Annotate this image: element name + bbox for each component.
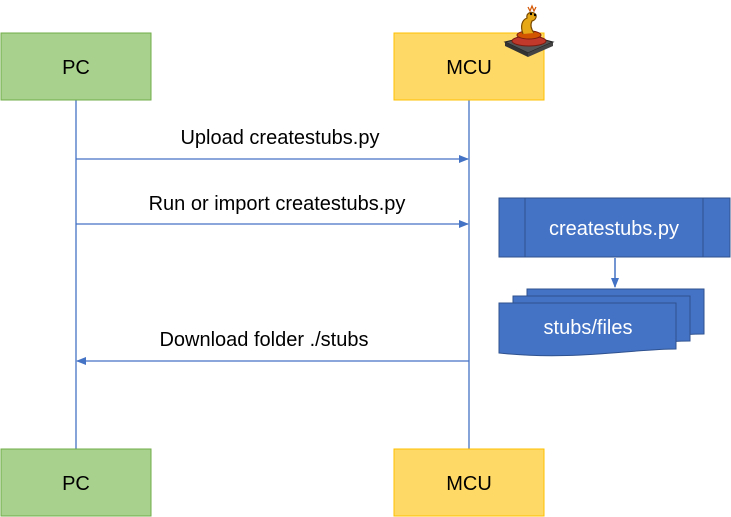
stubs-files-label: stubs/files — [544, 317, 633, 339]
createstubs-process-label: createstubs.py — [549, 218, 679, 240]
message-download: Download folder ./stubs — [76, 329, 469, 365]
message-download-label: Download folder ./stubs — [159, 329, 368, 351]
stubs-files-documents: stubs/files — [498, 288, 705, 357]
message-run-label: Run or import createstubs.py — [149, 193, 406, 215]
pc-label-top: PC — [62, 57, 90, 79]
pc-label-bottom: PC — [62, 473, 90, 495]
createstubs-process-box: createstubs.py — [498, 197, 731, 258]
pc-participant-bottom: PC — [0, 448, 152, 517]
message-upload-label: Upload createstubs.py — [180, 127, 379, 149]
pc-participant-top: PC — [0, 32, 152, 101]
mcu-label-top: MCU — [446, 57, 492, 79]
micropython-snake-logo-icon — [503, 4, 555, 57]
message-upload: Upload createstubs.py — [76, 127, 469, 163]
mcu-participant-bottom: MCU — [393, 448, 545, 517]
mcu-label-bottom: MCU — [446, 473, 492, 495]
message-run: Run or import createstubs.py — [76, 193, 469, 228]
